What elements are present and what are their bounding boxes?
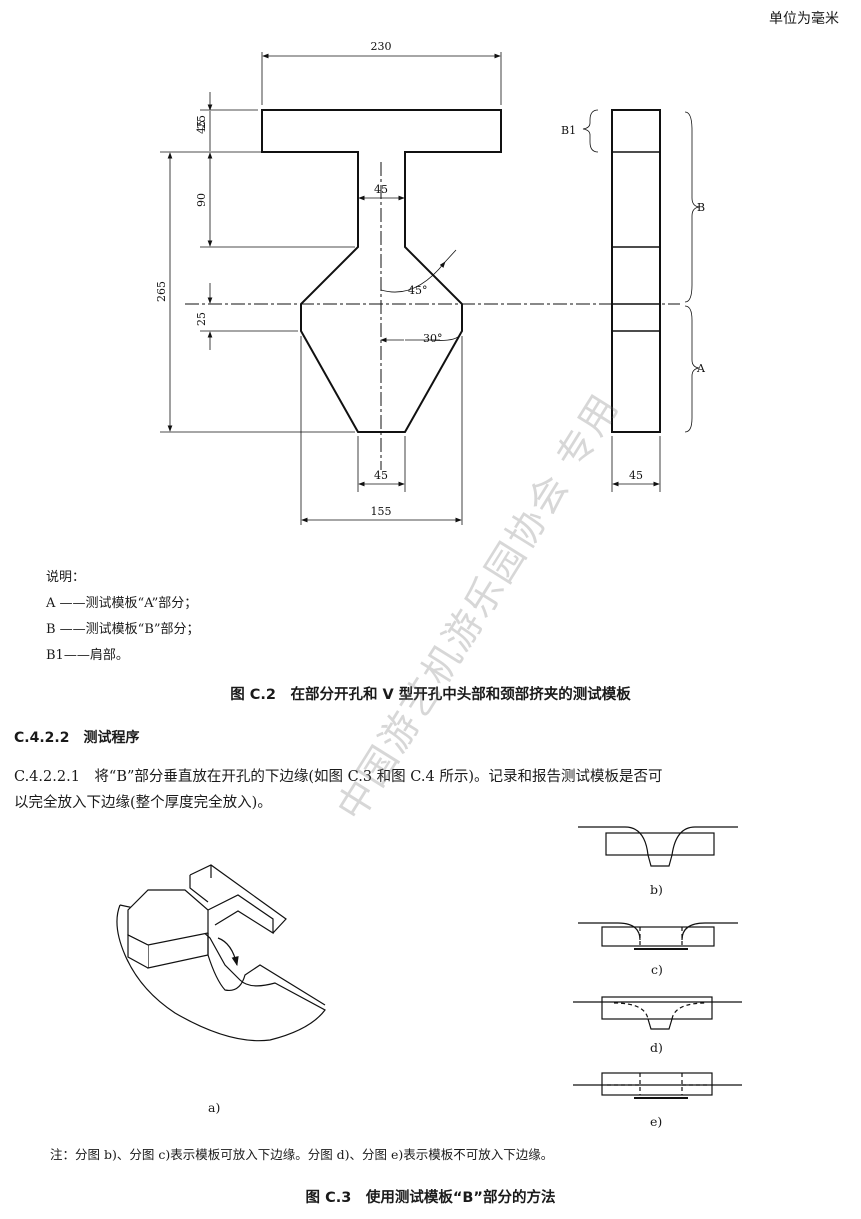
figure-c3-caption: 图 C.3 使用测试模板“B”部分的方法: [305, 1190, 556, 1206]
side-view-outline: [611, 109, 661, 433]
opening-surface: [116, 904, 326, 1042]
label-b: B: [697, 201, 705, 214]
figure-c2-drawing: 230 45 25 90 265 25 45 45° 30° 45 155 45…: [155, 40, 706, 525]
unit-note: 单位为毫米: [769, 11, 839, 27]
template-outline: [261, 109, 502, 433]
paragraph-line-2: 以完全放入下边缘(整个厚度完全放入)。: [14, 795, 272, 811]
sub-label-c: c): [651, 962, 663, 977]
dim-total-width: 155: [371, 505, 392, 518]
dim-bottom-width: 45: [374, 469, 388, 482]
paragraph-line-1: C.4.2.2.1 将“B”部分垂直放在开孔的下边缘(如图 C.3 和图 C.4…: [14, 769, 663, 785]
figure-c3-drawing: [116, 826, 742, 1099]
label-b1: B1: [561, 124, 576, 137]
dim-90: 90: [195, 193, 208, 207]
sub-label-e: e): [650, 1114, 663, 1129]
legend-item-a: A ——测试模板“A”部分；: [46, 596, 198, 611]
dim-side-width: 45: [629, 469, 643, 482]
section-heading: C.4.2.2 测试程序: [14, 730, 140, 746]
dim-25-top: 25: [195, 115, 208, 129]
sub-label-b: b): [650, 882, 663, 897]
angle-45: 45°: [408, 284, 428, 297]
dim-25-mid: 25: [195, 312, 208, 326]
angle-30: 30°: [423, 332, 443, 345]
dim-45-top: 45: [195, 120, 208, 134]
dim-265: 265: [155, 281, 168, 302]
sub-label-a: a): [208, 1100, 221, 1115]
sub-label-d: d): [650, 1040, 663, 1055]
figure-c3-note: 注：分图 b)、分图 c)表示模板可放入下边缘。分图 d)、分图 e)表示模板不…: [50, 1147, 554, 1162]
legend-title: 说明：: [46, 570, 86, 585]
dim-top-width: 230: [371, 40, 392, 53]
legend-item-b1: B1——肩部。: [46, 648, 129, 663]
dim-neck-width: 45: [374, 183, 388, 196]
figure-c2-caption: 图 C.2 在部分开孔和 V 型开孔中头部和颈部挤夹的测试模板: [230, 687, 631, 703]
legend-item-b: B ——测试模板“B”部分；: [46, 622, 200, 637]
label-a: A: [696, 362, 706, 375]
